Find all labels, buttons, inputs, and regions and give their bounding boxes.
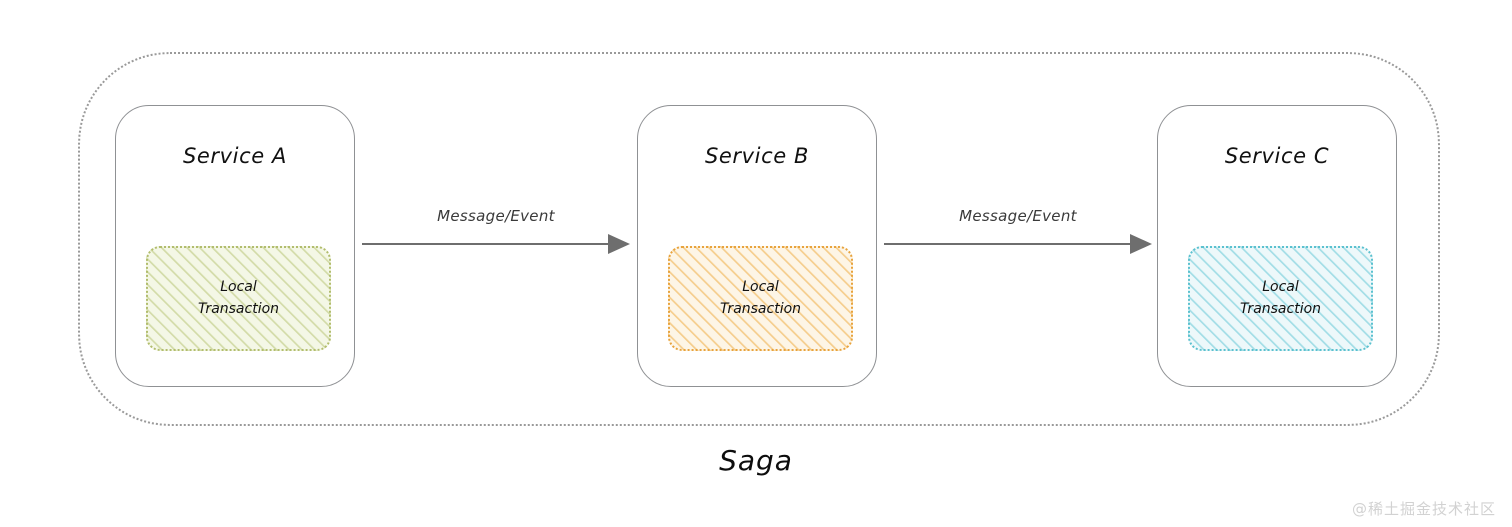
arrow-label-b-to-c: Message/Event [959,207,1077,225]
saga-caption: Saga [719,444,793,477]
local-transaction-label-c: Local Transaction [1239,278,1322,317]
arrow-label-a-to-b: Message/Event [437,207,555,225]
saga-boundary [78,52,1440,426]
local-transaction-box-c[interactable]: Local Transaction [1188,246,1373,351]
local-transaction-label-b: Local Transaction [719,278,802,317]
local-transaction-box-b[interactable]: Local Transaction [668,246,853,351]
watermark: @稀土掘金技术社区 [1351,500,1496,518]
service-box-c[interactable]: Service C Local Transaction [1157,105,1397,387]
service-box-b[interactable]: Service B Local Transaction [637,105,877,387]
arrow-b-to-c [882,228,1154,262]
local-transaction-border-b [668,246,853,351]
service-title-b: Service B [704,144,810,168]
arrow-a-to-b [360,228,632,262]
local-transaction-border-a [146,246,331,351]
service-title-a: Service A [182,144,288,168]
local-transaction-border-c [1188,246,1373,351]
local-transaction-box-a[interactable]: Local Transaction [146,246,331,351]
hatch-pattern-a [146,246,331,351]
hatch-pattern-b [668,246,853,351]
local-transaction-label-a: Local Transaction [197,278,280,317]
service-title-c: Service C [1224,144,1330,168]
hatch-pattern-c [1188,246,1373,351]
service-box-a[interactable]: Service A Local Transaction [115,105,355,387]
